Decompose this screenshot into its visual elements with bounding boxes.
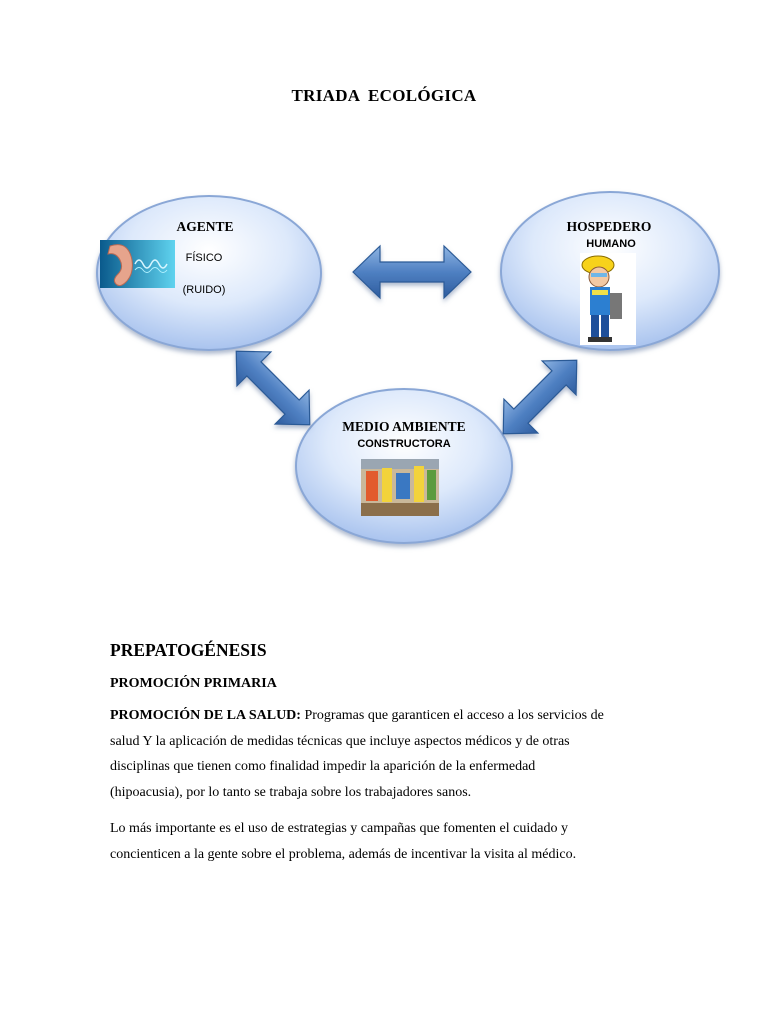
section-heading: PREPATOGÉNESIS: [110, 640, 267, 660]
medio-title: MEDIO AMBIENTE: [342, 419, 465, 434]
paragraph-estrategias: Lo más importante es el uso de estrategi…: [110, 816, 670, 867]
construction-site-icon: [361, 459, 439, 516]
document-title: TRIADA ECOLÓGICA: [291, 86, 477, 105]
ear-sound-icon: [100, 240, 175, 288]
section-subheading: PROMOCIÓN PRIMARIA: [110, 676, 277, 691]
medio-ambiente-node: [295, 388, 513, 544]
construction-worker-icon: [580, 253, 636, 345]
double-arrow-horizontal: [352, 244, 472, 300]
paragraph-promocion-salud: PROMOCIÓN DE LA SALUD: Programas que gar…: [110, 703, 670, 805]
para1-line-1-text: Programas que garanticen el acceso a los…: [300, 708, 604, 723]
para1-line-3: disciplinas que tienen como finalidad im…: [110, 759, 536, 774]
para2-line-1: Lo más importante es el uso de estrategi…: [110, 821, 568, 836]
agente-title: AGENTE: [176, 219, 233, 234]
hospedero-subtitle: HUMANO: [586, 238, 636, 250]
para2-line-2: concienticen a la gente sobre el problem…: [110, 846, 577, 862]
medio-subtitle: CONSTRUCTORA: [357, 438, 450, 450]
hospedero-title: HOSPEDERO: [567, 219, 652, 234]
hospedero-node: [500, 191, 720, 351]
para1-line-4: (hipoacusia), por lo tanto se trabaja so…: [110, 784, 472, 800]
agente-node: [96, 195, 322, 351]
para1-line-1: PROMOCIÓN DE LA SALUD: Programas que gar…: [110, 703, 670, 729]
double-arrow-right-diagonal: [502, 359, 578, 435]
ecological-triad-diagram: AGENTE FÍSICO (RUIDO) HOSPEDERO HUMANO: [96, 191, 720, 544]
agente-line2: (RUIDO): [183, 284, 226, 296]
double-arrow-left-diagonal: [235, 350, 311, 426]
agente-line1: FÍSICO: [186, 251, 223, 264]
para1-lead: PROMOCIÓN DE LA SALUD:: [110, 708, 301, 723]
para1-line-2: salud Y la aplicación de medidas técnica…: [110, 733, 570, 749]
